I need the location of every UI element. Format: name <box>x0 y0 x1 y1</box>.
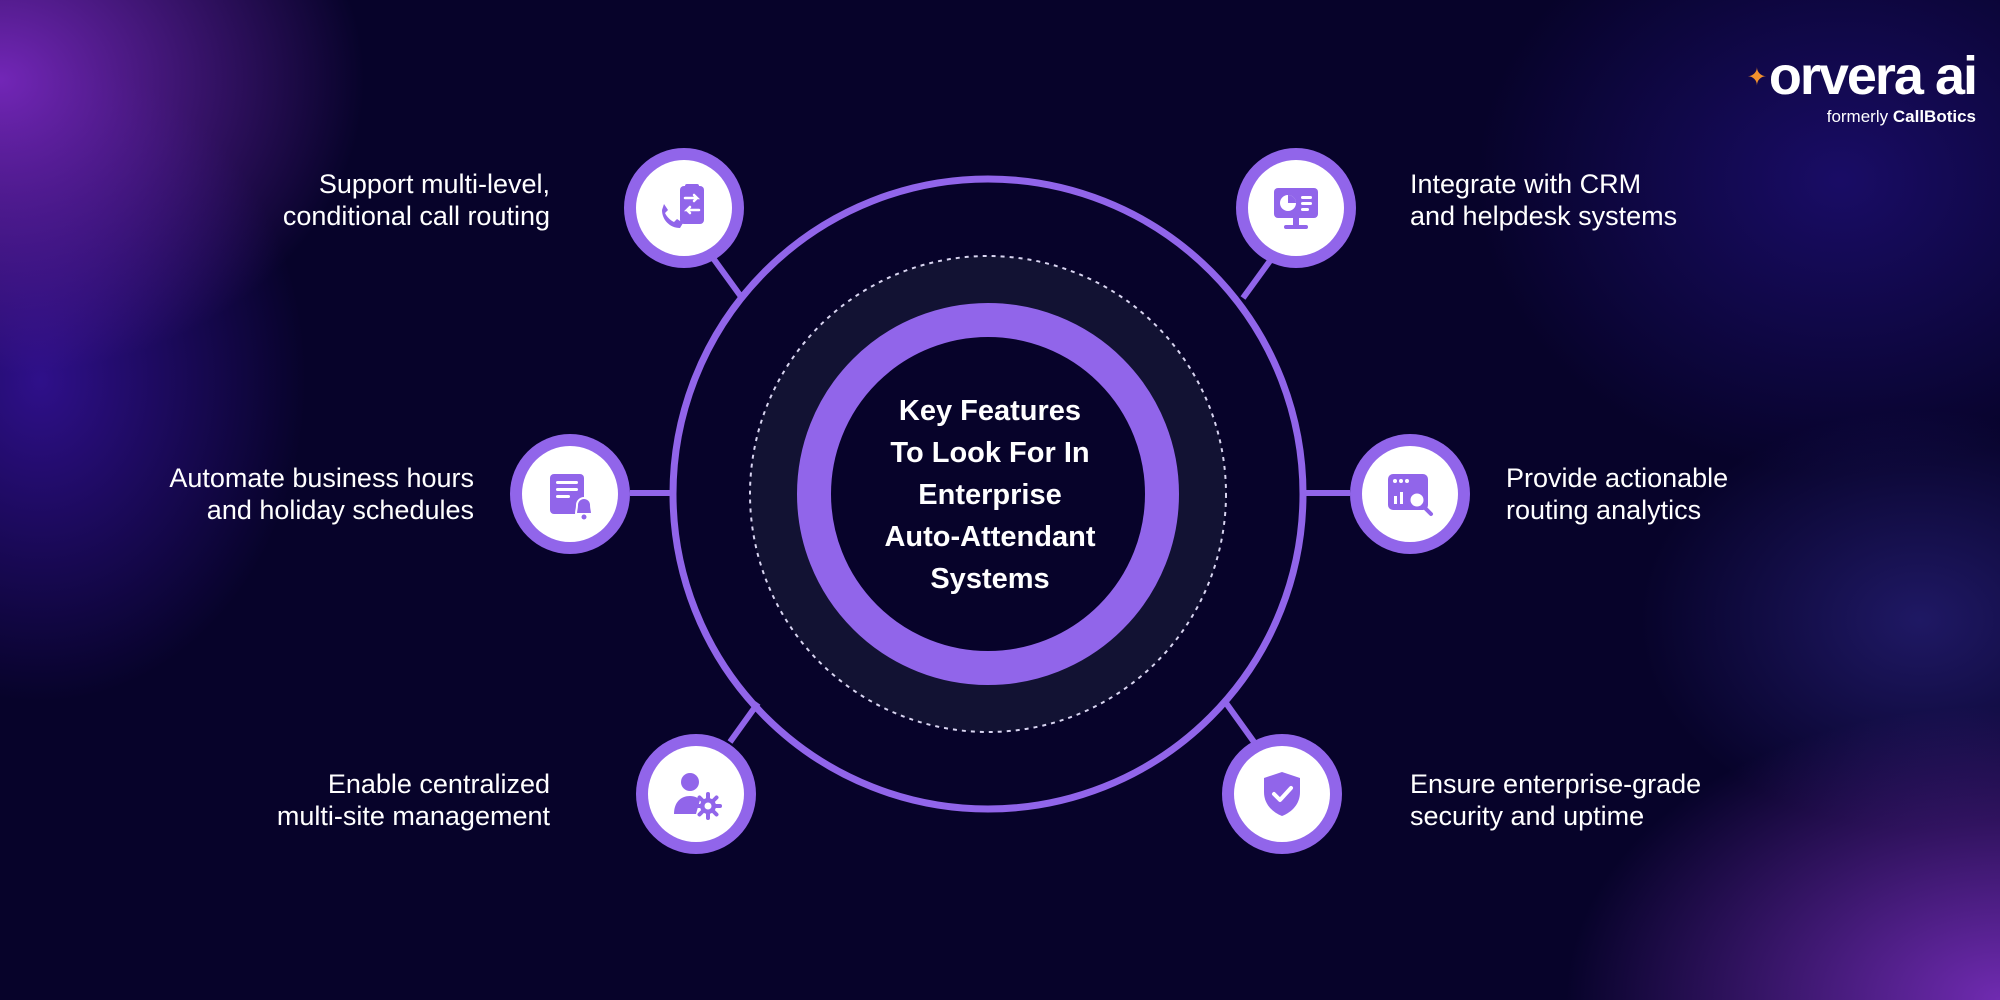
title-line: To Look For In <box>890 437 1090 469</box>
monitor-chart-icon <box>1274 188 1318 229</box>
feature-label-call-routing: Support multi-level, conditional call ro… <box>283 168 550 232</box>
connector-line <box>1223 701 1257 744</box>
feature-line: Provide actionable <box>1506 463 1729 493</box>
spark-icon: ✦ <box>1746 64 1767 91</box>
feature-node-crm <box>1236 148 1356 268</box>
formerly-brand: CallBotics <box>1892 107 1976 126</box>
logo-wordmark: ✦ orvera ai <box>1746 46 1978 106</box>
feature-line: and helpdesk systems <box>1410 201 1678 231</box>
analytics-search-icon <box>1388 474 1433 516</box>
schedule-bell-icon <box>550 474 594 520</box>
formerly-label: formerly <box>1826 107 1889 126</box>
feature-node-analytics <box>1350 434 1470 554</box>
feature-line: Integrate with CRM <box>1410 169 1642 199</box>
logo-name: orvera ai <box>1768 46 1978 106</box>
feature-label-multi-site: Enable centralized multi-site management <box>277 768 550 832</box>
feature-label-analytics: Provide actionable routing analytics <box>1506 462 1728 526</box>
call-routing-icon <box>662 184 704 228</box>
feature-line: Support multi-level, <box>318 169 550 199</box>
feature-label-security: Ensure enterprise-grade security and upt… <box>1410 768 1701 832</box>
diagram-title: Key Features To Look For In Enterprise A… <box>820 390 1160 600</box>
feature-line: multi-site management <box>276 801 550 831</box>
dashed-ring <box>749 255 1227 733</box>
title-line: Auto-Attendant <box>884 521 1096 553</box>
feature-line: and holiday schedules <box>206 495 474 525</box>
feature-line: Ensure enterprise-grade <box>1410 769 1702 799</box>
feature-label-crm: Integrate with CRM and helpdesk systems <box>1410 168 1677 232</box>
feature-line: Enable centralized <box>327 769 550 799</box>
title-line: Systems <box>930 563 1050 595</box>
title-line: Enterprise <box>918 479 1062 511</box>
outer-ring <box>669 175 1307 813</box>
connector-line <box>727 701 761 744</box>
thick-ring <box>797 303 1179 685</box>
feature-line: Automate business hours <box>169 463 474 493</box>
feature-line: security and uptime <box>1410 801 1645 831</box>
logo-subtitle: formerly CallBotics <box>1747 106 1976 128</box>
feature-line: conditional call routing <box>282 201 550 231</box>
shield-check-icon <box>1264 772 1300 816</box>
brand-logo: ✦ orvera ai formerly CallBotics <box>1746 46 1978 128</box>
user-gear-icon <box>674 773 722 820</box>
feature-node-multi-site <box>636 734 756 854</box>
feature-node-schedules <box>510 434 630 554</box>
connector-line <box>1240 256 1275 300</box>
feature-line: routing analytics <box>1506 495 1702 525</box>
title-line: Key Features <box>898 395 1082 427</box>
connector-line <box>710 256 745 300</box>
feature-node-call-routing <box>624 148 744 268</box>
feature-label-schedules: Automate business hours and holiday sche… <box>169 462 474 526</box>
feature-node-security <box>1222 734 1342 854</box>
